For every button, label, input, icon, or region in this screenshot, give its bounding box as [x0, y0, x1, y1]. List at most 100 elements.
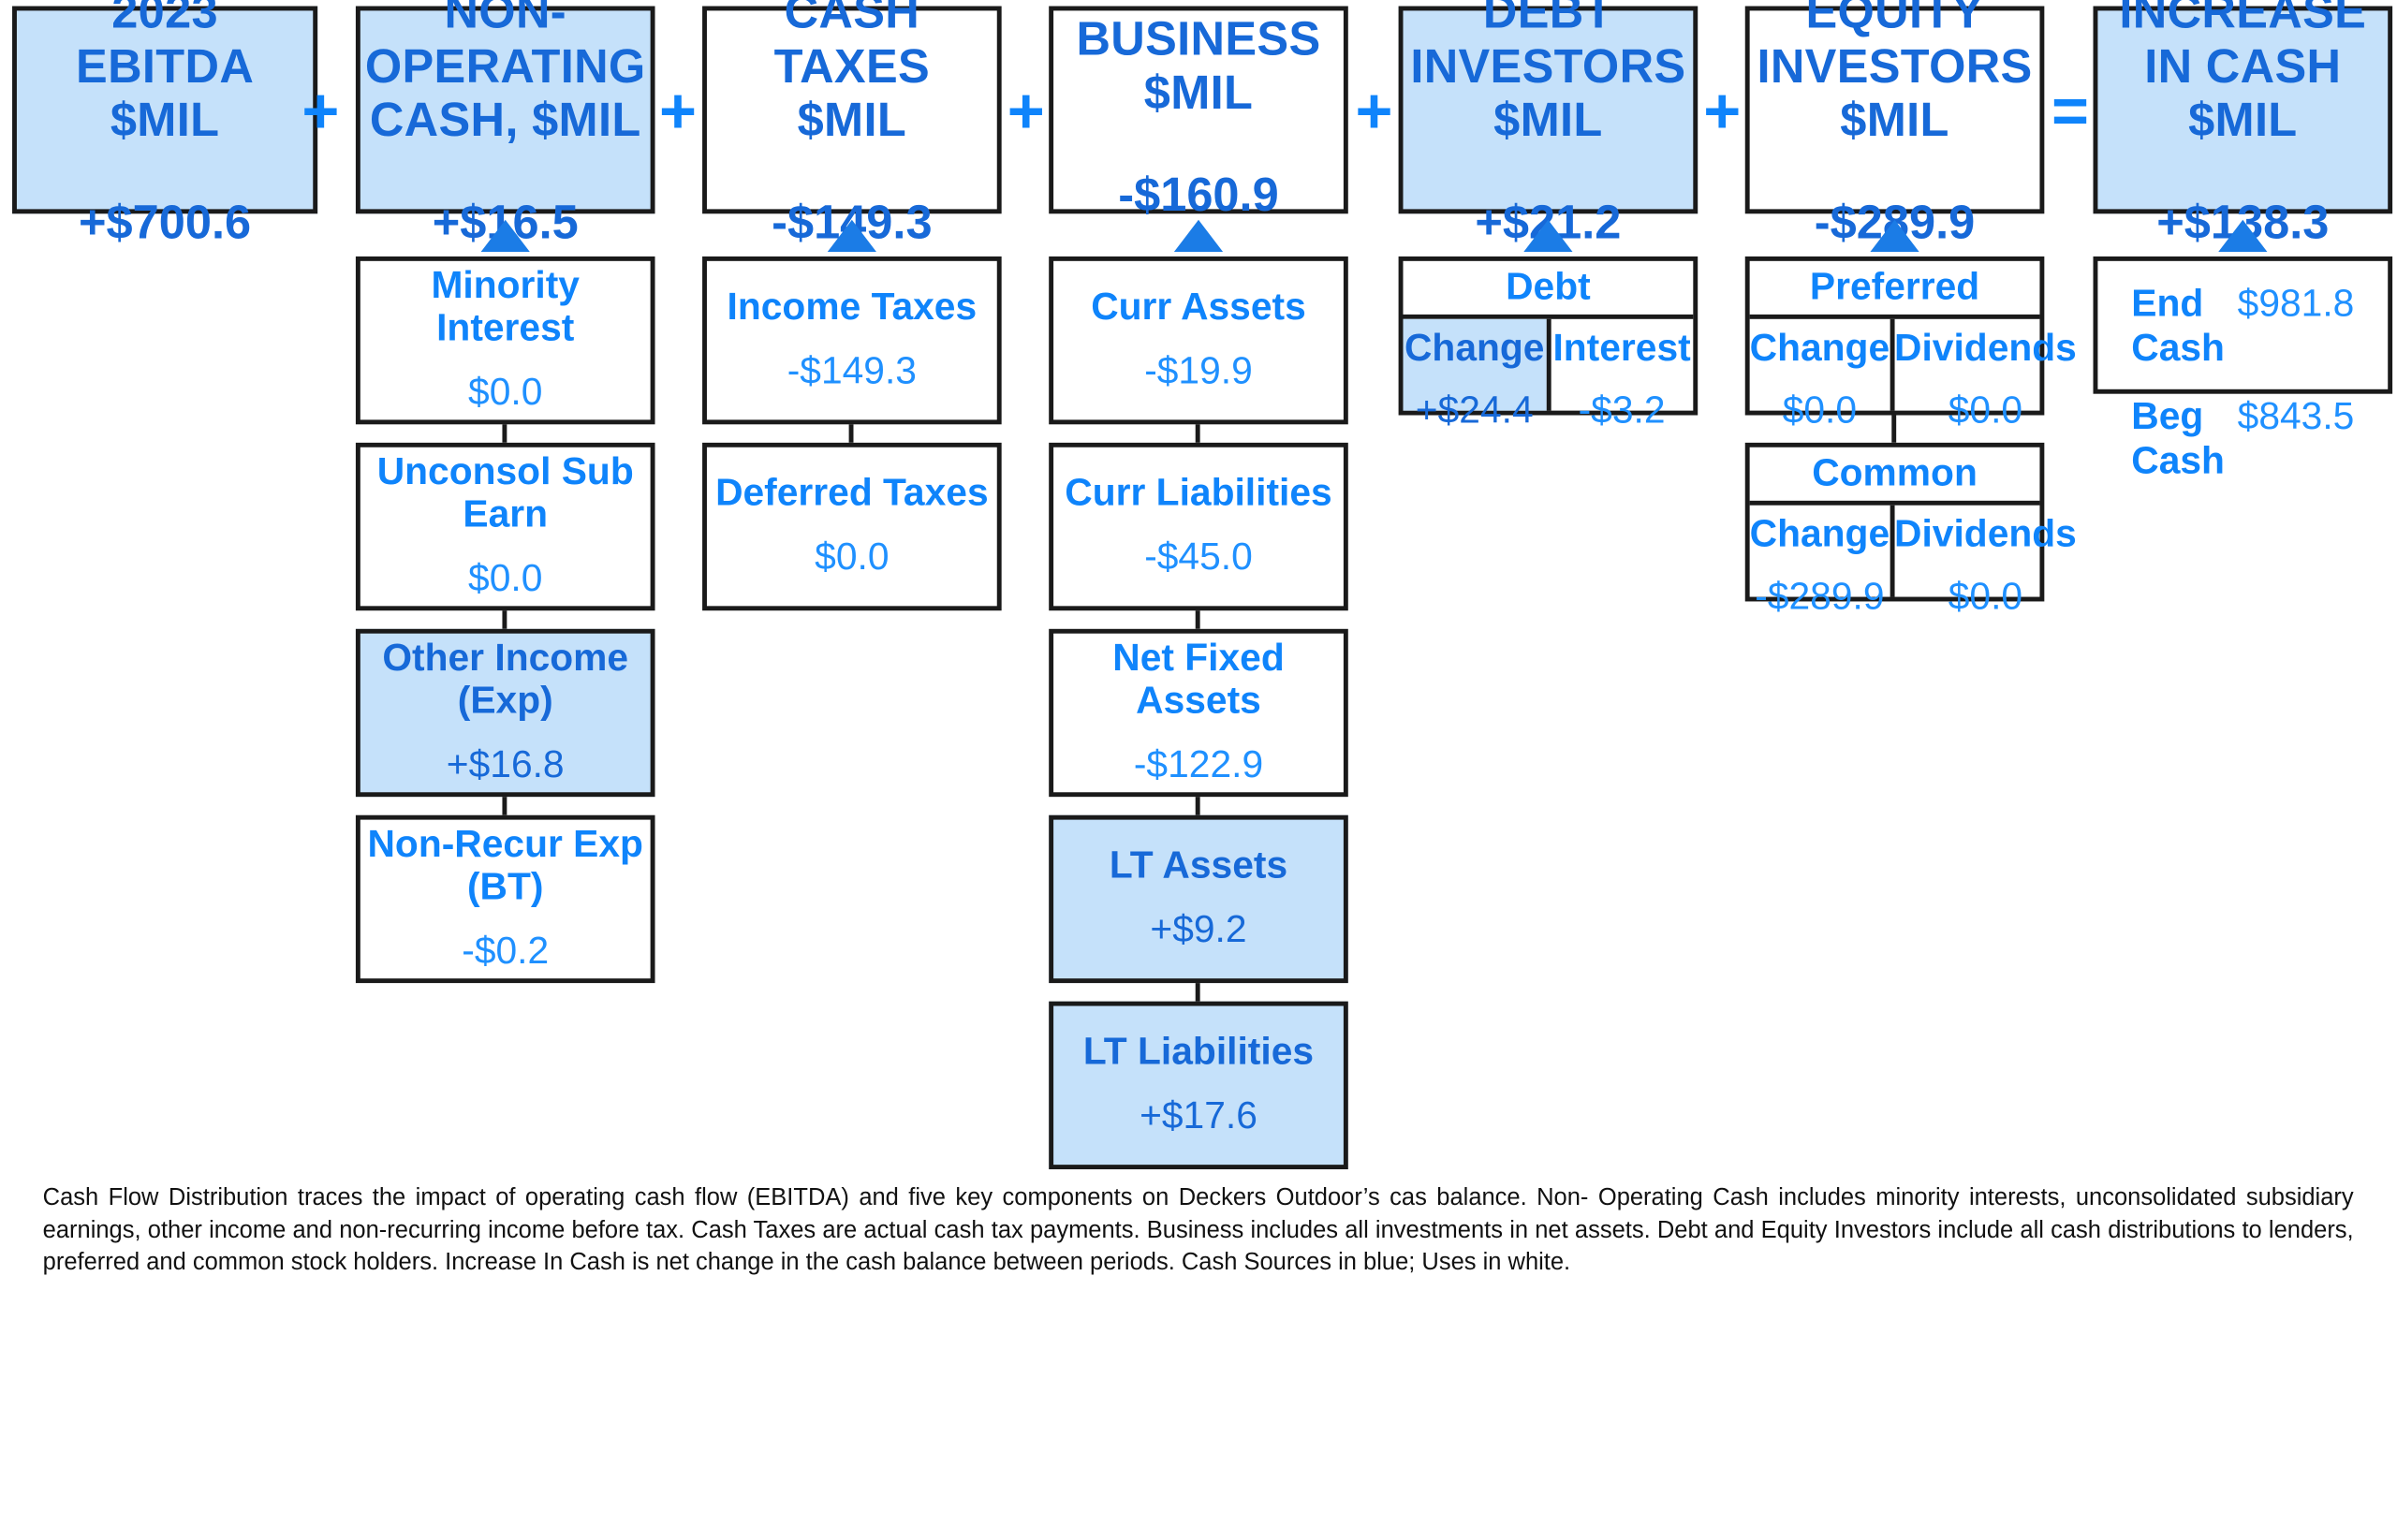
sub-box-curr-assets[interactable]: Curr Assets -$19.9	[1049, 256, 1348, 425]
sub-box-label: Curr Liabilities	[1065, 471, 1332, 515]
sub-box-value: $0.0	[815, 535, 890, 579]
mini-col-debt-interest[interactable]: Interest -$3.2	[1545, 318, 1693, 432]
sub-box-other-income-exp[interactable]: Other Income (Exp) +$16.8	[355, 628, 655, 798]
header-box-non-operating-cash[interactable]: NON- OPERATING CASH, $MIL +$16.5	[355, 0, 655, 248]
sub-box-value: $0.0	[468, 557, 543, 600]
sub-box-value: +$17.6	[1140, 1094, 1257, 1138]
connector	[848, 424, 854, 443]
mini-col-head: Dividends	[1894, 512, 2077, 556]
sub-box-curr-liabilities[interactable]: Curr Liabilities -$45.0	[1049, 442, 1348, 611]
up-arrow-icon-increase-in-cash	[2218, 219, 2268, 253]
header-title-ebitda: 2023 EBITDA $MIL	[76, 0, 255, 146]
connector	[1195, 983, 1200, 1002]
sub-box-value: -$19.9	[1144, 349, 1253, 393]
mini-table-header: Common	[1749, 447, 2040, 506]
sub-box-value: $0.0	[468, 371, 543, 414]
cash-summary-row-beg-cash: Beg Cash $843.5	[2131, 395, 2354, 484]
header-title-increase-in-cash: INCREASE IN CASH $MIL	[2119, 0, 2367, 146]
up-arrow-icon-business	[1173, 219, 1224, 253]
sub-box-deferred-taxes[interactable]: Deferred Taxes $0.0	[702, 442, 1002, 611]
mini-col-preferred-change[interactable]: Change $0.0	[1749, 319, 1890, 433]
cash-flow-diagram: 2023 EBITDA $MIL +$700.6 + NON- OPERATIN…	[12, 0, 2393, 1276]
sub-box-label: Non-Recur Exp (BT)	[367, 822, 643, 908]
header-title-cash-taxes: CASH TAXES $MIL	[773, 0, 931, 146]
connector	[502, 797, 507, 815]
sub-box-value: -$45.0	[1144, 535, 1253, 579]
mini-table-debt[interactable]: Debt Change +$24.4 Interest -$3.2	[1398, 256, 1698, 432]
sub-box-value: +$16.8	[446, 743, 565, 786]
operator-plus-4: +	[1355, 74, 1393, 147]
cash-summary-value: $843.5	[2237, 395, 2355, 438]
up-arrow-icon-non-operating-cash	[480, 219, 530, 253]
sub-box-lt-liabilities[interactable]: LT Liabilities +$17.6	[1049, 1001, 1348, 1170]
header-title-non-operating-cash: NON- OPERATING CASH, $MIL	[364, 0, 646, 146]
sub-box-label: Unconsol Sub Earn	[376, 450, 634, 535]
mini-col-common-change[interactable]: Change -$289.9	[1749, 506, 1890, 619]
mini-table-common[interactable]: Common Change -$289.9 Dividends $0.0	[1744, 442, 2077, 619]
sub-box-value: -$0.2	[462, 930, 550, 973]
mini-col-value: +$24.4	[1415, 389, 1534, 433]
operator-plus-1: +	[301, 74, 340, 147]
connector	[1891, 415, 1897, 443]
sub-box-value: -$122.9	[1133, 743, 1264, 786]
mini-col-preferred-dividends[interactable]: Dividends $0.0	[1890, 318, 2077, 432]
mini-col-head: Dividends	[1894, 326, 2077, 370]
mini-col-head: Change	[1749, 512, 1890, 556]
mini-col-head: Change	[1404, 326, 1545, 370]
sub-box-non-recur-exp-bt[interactable]: Non-Recur Exp (BT) -$0.2	[355, 814, 655, 984]
sub-box-net-fixed-assets[interactable]: Net Fixed Assets -$122.9	[1049, 628, 1348, 798]
cash-summary-label: Beg Cash	[2131, 395, 2225, 483]
sub-box-label: Minority Interest	[431, 264, 580, 349]
header-title-debt-investors: DEBT INVESTORS $MIL	[1410, 0, 1686, 146]
header-title-equity-investors: EQUITY INVESTORS $MIL	[1757, 0, 2033, 146]
mini-col-debt-change[interactable]: Change +$24.4	[1403, 318, 1546, 432]
mini-col-common-dividends[interactable]: Dividends $0.0	[1890, 505, 2077, 618]
header-box-equity-investors[interactable]: EQUITY INVESTORS $MIL -$289.9	[1744, 0, 2045, 248]
sub-box-label: Deferred Taxes	[715, 471, 989, 515]
connector	[1195, 610, 1200, 629]
sub-box-label: LT Liabilities	[1082, 1030, 1315, 1073]
header-box-business[interactable]: BUSINESS $MIL -$160.9	[1049, 6, 1348, 221]
mini-col-value: $0.0	[1948, 575, 2023, 619]
up-arrow-icon-cash-taxes	[827, 219, 876, 253]
sub-box-unconsol-sub-earn[interactable]: Unconsol Sub Earn $0.0	[355, 442, 655, 611]
connector	[1195, 797, 1200, 815]
cash-summary-label: End Cash	[2131, 282, 2225, 370]
header-box-debt-investors[interactable]: DEBT INVESTORS $MIL +$21.2	[1398, 0, 1698, 248]
cash-summary-row-end-cash: End Cash $981.8	[2131, 283, 2354, 372]
mini-col-head: Change	[1749, 326, 1890, 370]
operator-plus-2: +	[658, 74, 697, 147]
mini-table-header: Preferred	[1749, 261, 2040, 319]
connector	[502, 424, 507, 443]
mini-col-value: $0.0	[1948, 389, 2023, 433]
up-arrow-icon-debt-investors	[1523, 219, 1573, 253]
operator-plus-5: +	[1703, 74, 1742, 147]
sub-box-label: Net Fixed Assets	[1112, 636, 1285, 722]
mini-col-value: -$289.9	[1755, 575, 1885, 619]
sub-box-value: +$9.2	[1150, 908, 1247, 952]
connector	[502, 610, 507, 629]
operator-equals: =	[2051, 74, 2090, 147]
cash-summary-box[interactable]: End Cash $981.8 Beg Cash $843.5	[2093, 256, 2393, 482]
mini-col-value: -$3.2	[1578, 389, 1666, 433]
mini-table-preferred[interactable]: Preferred Change $0.0 Dividends $0.0	[1744, 256, 2077, 433]
sub-box-lt-assets[interactable]: LT Assets +$9.2	[1049, 814, 1348, 984]
sub-box-label: Curr Assets	[1091, 285, 1306, 329]
sub-box-label: Income Taxes	[727, 285, 978, 329]
sub-box-value: -$149.3	[787, 349, 917, 393]
mini-col-head: Interest	[1552, 326, 1691, 370]
header-title-business: BUSINESS $MIL	[1076, 12, 1321, 120]
header-amount-business: -$160.9	[1118, 168, 1279, 222]
header-amount-ebitda: +$700.6	[79, 194, 252, 249]
operator-plus-3: +	[1007, 74, 1045, 147]
sub-box-income-taxes[interactable]: Income Taxes -$149.3	[702, 256, 1002, 425]
cash-summary-value: $981.8	[2237, 282, 2355, 326]
footnote-text: Cash Flow Distribution traces the impact…	[42, 1183, 2354, 1276]
header-box-cash-taxes[interactable]: CASH TAXES $MIL -$149.3	[702, 0, 1002, 248]
sub-box-minority-interest[interactable]: Minority Interest $0.0	[355, 256, 655, 425]
header-box-increase-in-cash[interactable]: INCREASE IN CASH $MIL +$138.3	[2093, 0, 2393, 248]
sub-box-label: Other Income (Exp)	[382, 636, 629, 722]
mini-col-value: $0.0	[1782, 389, 1858, 433]
connector	[1195, 424, 1200, 443]
header-box-ebitda[interactable]: 2023 EBITDA $MIL +$700.6	[12, 0, 318, 248]
